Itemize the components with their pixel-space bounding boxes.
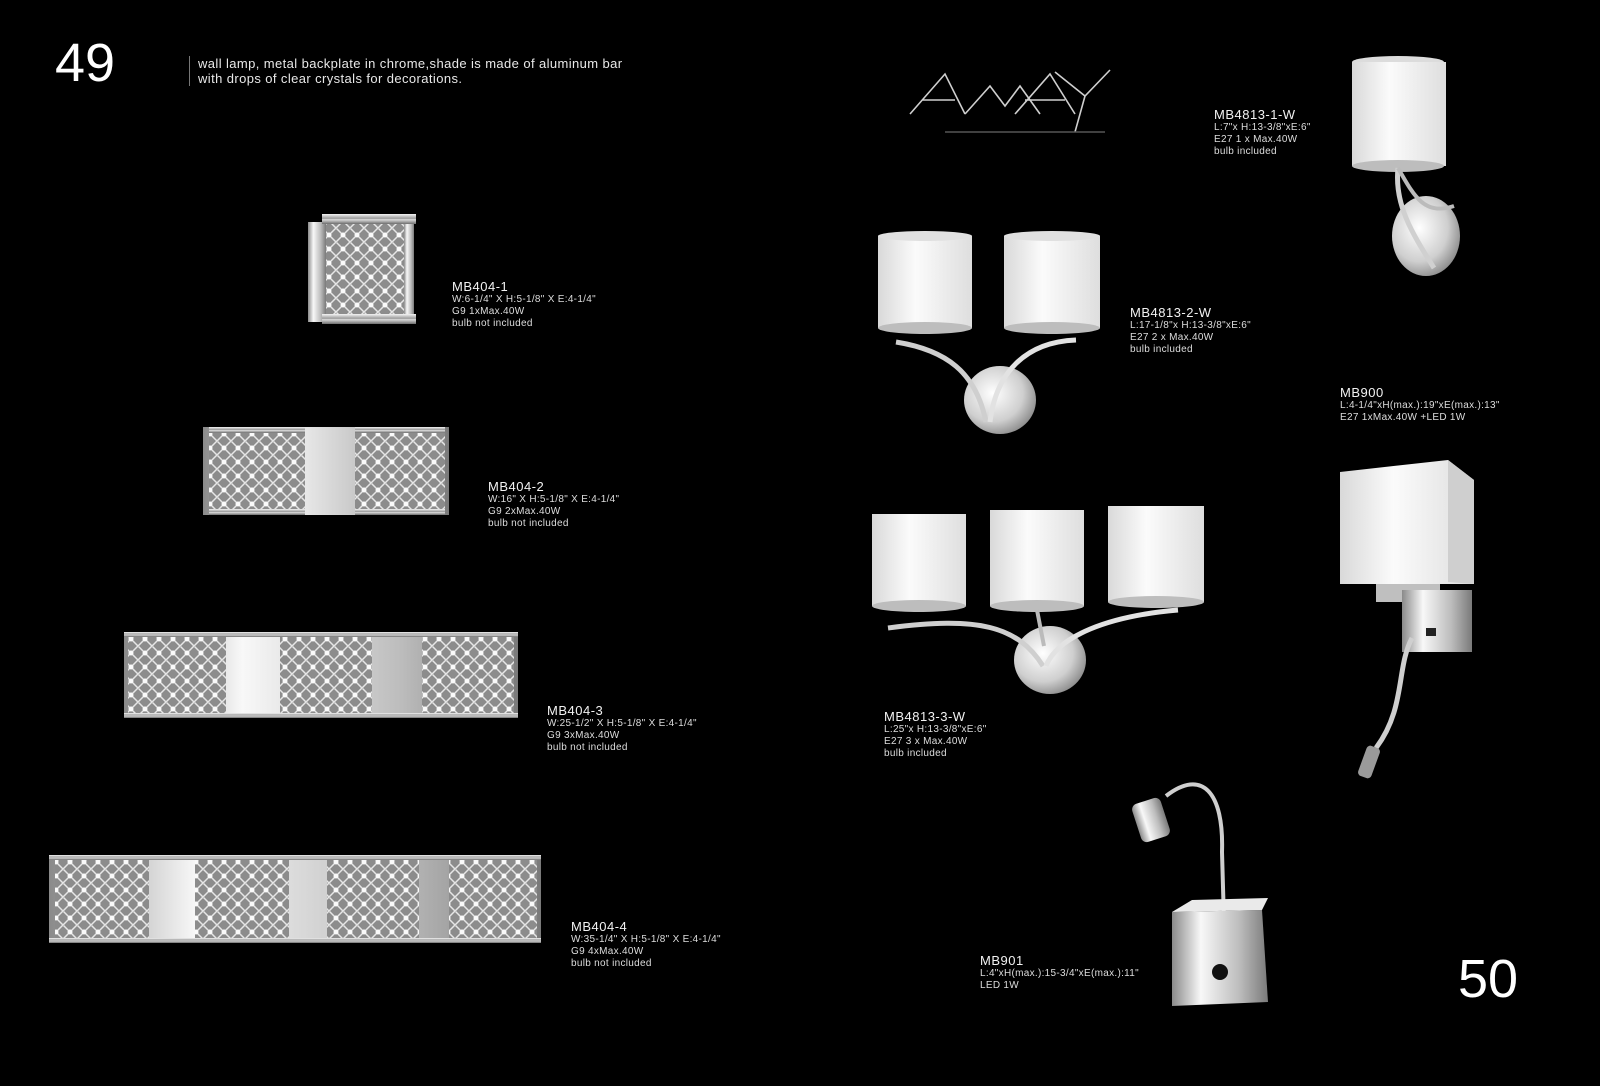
mb404-2-spec: MB404-2 W:16" X H:5-1/8" X E:4-1/4" G9 2…: [488, 480, 619, 530]
mb901-spec: MB901 L:4"xH(max.):15-3/4"xE(max.):11" L…: [980, 954, 1139, 992]
description-line-1: wall lamp, metal backplate in chrome,sha…: [198, 56, 623, 71]
mb404-3-dims: W:25-1/2" X H:5-1/8" X E:4-1/4": [547, 718, 697, 729]
mb4813-3-note: bulb included: [884, 748, 947, 759]
mb404-2-lamp-image: [203, 427, 449, 515]
mb404-4-lamp-image: [49, 855, 541, 943]
mb901-dims: L:4"xH(max.):15-3/4"xE(max.):11": [980, 968, 1139, 979]
mb404-1-note: bulb not included: [452, 318, 533, 329]
mb404-1-model: MB404-1: [452, 279, 509, 294]
mb404-4-note: bulb not included: [571, 958, 652, 969]
mb900-lamp-image: [1340, 460, 1474, 779]
mb4813-3-lamp-image: [872, 506, 1204, 694]
mb4813-1-model: MB4813-1-W: [1214, 107, 1296, 122]
mb404-4-dims: W:35-1/4" X H:5-1/8" X E:4-1/4": [571, 934, 721, 945]
mb901-lamp-image: [1132, 782, 1268, 1006]
mb4813-2-note: bulb included: [1130, 344, 1193, 355]
mb404-3-lamp-image: [124, 632, 518, 718]
mb4813-1-note: bulb included: [1214, 146, 1277, 157]
mb900-model: MB900: [1340, 385, 1384, 400]
mb900-bulb: E27 1xMax.40W +LED 1W: [1340, 412, 1466, 423]
mb404-4-bulb: G9 4xMax.40W: [571, 946, 644, 957]
mb901-model: MB901: [980, 953, 1024, 968]
mb404-2-bulb: G9 2xMax.40W: [488, 506, 561, 517]
mb404-1-dims: W:6-1/4" X H:5-1/8" X E:4-1/4": [452, 294, 596, 305]
mb4813-2-dims: L:17-1/8"x H:13-3/8"xE:6": [1130, 320, 1251, 331]
mb404-1-bulb: G9 1xMax.40W: [452, 306, 525, 317]
mb900-spec: MB900 L:4-1/4"xH(max.):19"xE(max.):13" E…: [1340, 386, 1500, 424]
mb4813-3-bulb: E27 3 x Max.40W: [884, 736, 968, 747]
mb4813-2-model: MB4813-2-W: [1130, 305, 1212, 320]
mb404-3-note: bulb not included: [547, 742, 628, 753]
mb404-4-spec: MB404-4 W:35-1/4" X H:5-1/8" X E:4-1/4" …: [571, 920, 721, 970]
mb900-dims: L:4-1/4"xH(max.):19"xE(max.):13": [1340, 400, 1500, 411]
page-number-left: 49: [55, 33, 116, 93]
mb404-2-note: bulb not included: [488, 518, 569, 529]
mb4813-2-lamp-image: [878, 231, 1100, 434]
mb4813-2-bulb: E27 2 x Max.40W: [1130, 332, 1214, 343]
mb4813-3-dims: L:25"x H:13-3/8"xE:6": [884, 724, 987, 735]
page-number-right: 50: [1458, 949, 1519, 1009]
mb404-3-spec: MB404-3 W:25-1/2" X H:5-1/8" X E:4-1/4" …: [547, 704, 697, 754]
mb404-4-model: MB404-4: [571, 919, 628, 934]
brand-logo: [909, 69, 1111, 133]
mb901-bulb: LED 1W: [980, 980, 1020, 991]
product-description: wall lamp, metal backplate in chrome,sha…: [189, 56, 623, 86]
mb4813-3-model: MB4813-3-W: [884, 709, 966, 724]
mb404-1-lamp-image: [308, 214, 416, 324]
mb4813-3-spec: MB4813-3-W L:25"x H:13-3/8"xE:6" E27 3 x…: [884, 710, 987, 760]
description-line-2: with drops of clear crystals for decorat…: [198, 71, 463, 86]
mb4813-1-dims: L:7"x H:13-3/8"xE:6": [1214, 122, 1311, 133]
mb404-2-model: MB404-2: [488, 479, 545, 494]
mb4813-1-spec: MB4813-1-W L:7"x H:13-3/8"xE:6" E27 1 x …: [1214, 108, 1311, 158]
mb4813-1-bulb: E27 1 x Max.40W: [1214, 134, 1298, 145]
mb404-3-bulb: G9 3xMax.40W: [547, 730, 620, 741]
mb4813-2-spec: MB4813-2-W L:17-1/8"x H:13-3/8"xE:6" E27…: [1130, 306, 1251, 356]
mb404-3-model: MB404-3: [547, 703, 604, 718]
mb404-2-dims: W:16" X H:5-1/8" X E:4-1/4": [488, 494, 620, 505]
mb404-1-spec: MB404-1 W:6-1/4" X H:5-1/8" X E:4-1/4" G…: [452, 280, 596, 330]
mb4813-1-lamp-image: [1352, 56, 1460, 276]
